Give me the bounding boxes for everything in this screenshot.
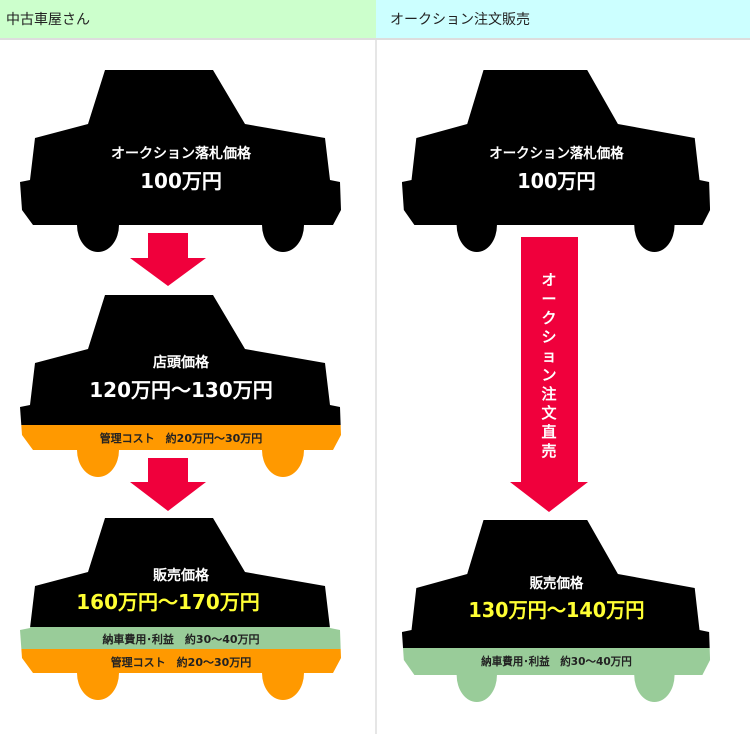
car-price: 160万円～170万円	[76, 590, 260, 614]
car-sale-price-dealer: 販売価格 160万円～170万円 納車費用･利益 約30～40万円 管理コスト …	[20, 518, 341, 700]
car-label: オークション落札価格	[489, 145, 624, 162]
profit-band-label: 納車費用･利益 約30～40万円	[102, 632, 259, 646]
car-label: 店頭価格	[153, 354, 210, 371]
car-price: 100万円	[140, 169, 222, 193]
arrow-text-char: 直	[541, 423, 556, 441]
arrow-text-char: シ	[541, 328, 556, 346]
profit-band-label: 納車費用･利益 約30～40万円	[481, 655, 632, 668]
car-label: 販売価格	[153, 567, 210, 584]
car-auction-price-right: オークション落札価格 100万円	[401, 70, 711, 252]
cost-band-label: 管理コスト 約20～30万円	[111, 655, 252, 669]
arrow-down-icon	[130, 233, 206, 286]
arrow-down-icon	[130, 458, 206, 511]
arrow-text-char: ク	[541, 309, 556, 327]
car-sale-price-auction: 販売価格 130万円～140万円 納車費用･利益 約30～40万円	[401, 520, 711, 702]
arrow-text-char: 売	[541, 442, 556, 460]
arrow-text-char: ー	[541, 290, 556, 308]
arrow-text-char: ン	[541, 366, 556, 384]
car-label: オークション落札価格	[111, 145, 252, 162]
arrow-text-char: 注	[541, 385, 556, 403]
arrow-down-icon	[510, 237, 588, 512]
car-store-price: 店頭価格 120万円～130万円 管理コスト 約20万円～30万円	[20, 295, 341, 477]
car-price: 100万円	[517, 170, 595, 193]
column-header-used-car-dealer: 中古車屋さん	[0, 0, 376, 40]
car-price: 120万円～130万円	[89, 378, 273, 402]
arrow-text-char: 文	[541, 404, 557, 422]
arrow-text-char: オ	[541, 271, 556, 289]
car-price: 130万円～140万円	[468, 599, 644, 622]
car-auction-price-left: オークション落札価格 100万円	[20, 70, 341, 252]
car-label: 販売価格	[530, 575, 584, 592]
arrow-text-char: ョ	[541, 347, 556, 365]
column-divider	[375, 40, 377, 734]
column-header-auction-order: オークション注文販売	[376, 0, 750, 40]
cost-band-label: 管理コスト 約20万円～30万円	[100, 431, 263, 445]
